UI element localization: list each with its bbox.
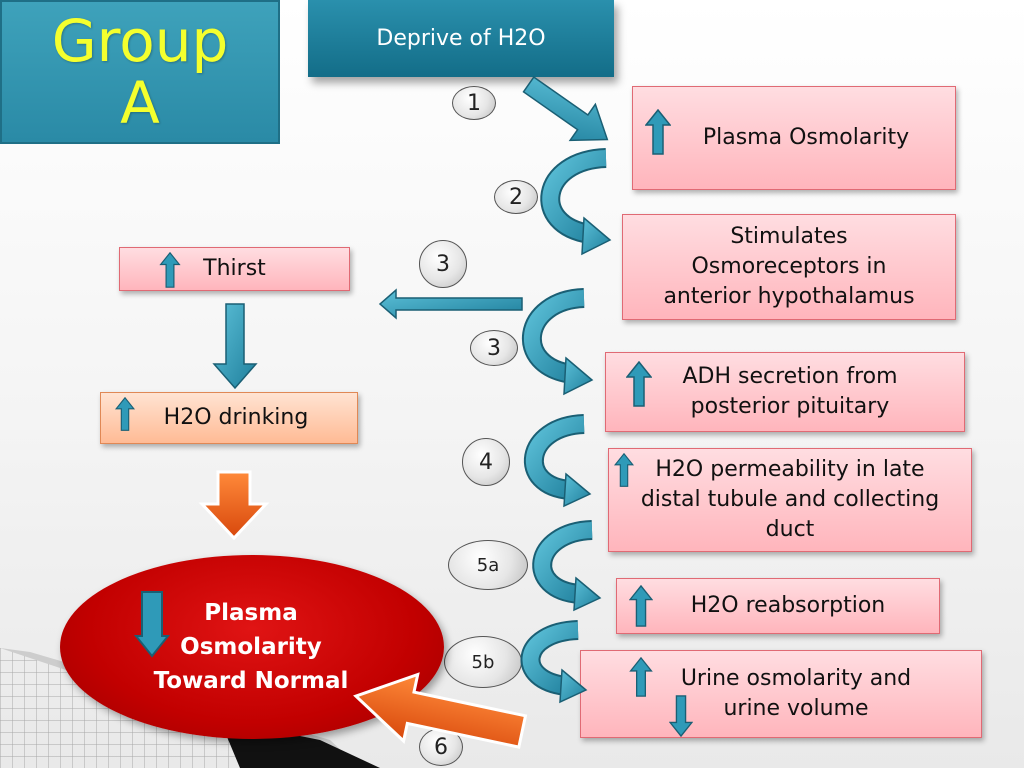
plasma-osmolarity-label: Plasma Osmolarity [702,125,910,150]
plasma-osmolarity-box: Plasma Osmolarity [632,86,956,190]
step-badge-4: 4 [462,438,510,486]
curved-arrow-step-4 [523,414,592,508]
urine-line2: urine volume [723,696,869,721]
orange-arrow-drinking-to-result [198,470,270,541]
stimulates-box: Stimulates Osmoreceptors in anterior hyp… [622,214,956,320]
curved-arrow-step-2 [540,148,612,256]
drinking-box: H2O drinking [100,392,358,444]
orange-arrow-step-6 [353,672,528,749]
result-line3: Toward Normal [153,668,349,694]
step-badge-3-thirst: 3 [419,240,467,288]
arrow-thirst-to-drinking [212,303,258,390]
step-badge-5b: 5b [444,636,522,688]
up-arrow-icon [159,252,181,288]
step-badge-5a: 5a [448,540,528,590]
deprive-label: Deprive of H2O [376,26,546,51]
stimulates-line2: Osmoreceptors in [691,254,887,279]
urine-box: Urine osmolarity and urine volume [580,650,982,738]
curved-arrow-step-3 [522,288,594,396]
urine-line1: Urine osmolarity and [680,666,912,691]
permeability-line1: H2O permeability in late [655,457,925,482]
up-arrow-icon [629,585,653,627]
reabsorption-box: H2O reabsorption [616,578,940,634]
up-arrow-icon [645,109,671,155]
down-arrow-icon [669,695,693,737]
result-text: Plasma Osmolarity Toward Normal [120,596,382,698]
arrow-step-1 [522,76,609,142]
adh-line1: ADH secretion from [682,364,898,389]
deprive-box: Deprive of H2O [308,0,614,77]
stimulates-line1: Stimulates [730,224,848,249]
step-badge-3-adh: 3 [470,330,518,366]
stimulates-line3: anterior hypothalamus [663,284,915,309]
thirst-label: Thirst [203,256,266,281]
drinking-label: H2O drinking [163,405,309,430]
thirst-box: Thirst [119,247,350,291]
result-line2: Osmolarity [180,634,322,660]
result-line1: Plasma [204,600,298,626]
step-badge-1: 1 [452,86,496,120]
permeability-line2: distal tubule and collecting [640,487,940,512]
step-badge-2: 2 [494,180,538,214]
group-title: Group A [0,0,280,144]
adh-line2: posterior pituitary [690,394,890,419]
up-arrow-icon [613,453,635,487]
group-title-line1: Group [51,7,229,75]
up-arrow-icon [114,397,136,431]
permeability-box: H2O permeability in late distal tubule a… [608,448,972,552]
curved-arrow-step-5a [532,520,602,612]
curved-arrow-step-5b [520,620,588,704]
permeability-line3: duct [765,517,815,542]
arrow-to-thirst [378,288,523,320]
up-arrow-icon [626,361,652,407]
adh-box: ADH secretion from posterior pituitary [605,352,965,432]
group-title-line2: A [120,69,160,137]
reabsorption-label: H2O reabsorption [690,593,886,618]
up-arrow-icon [629,657,653,697]
